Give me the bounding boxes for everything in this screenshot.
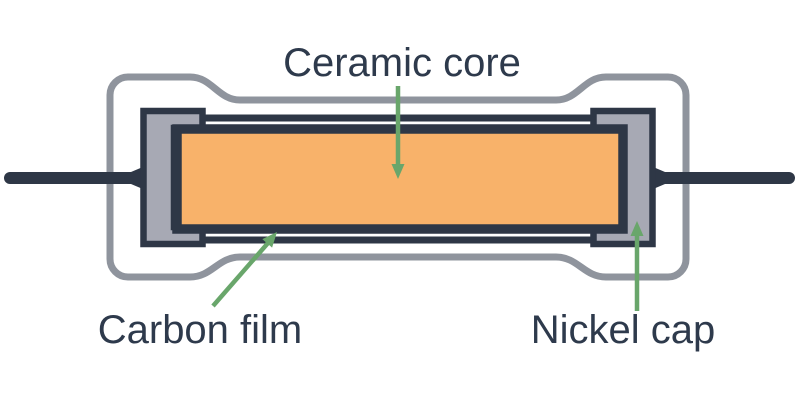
label-ceramic-core: Ceramic core xyxy=(283,41,521,85)
label-carbon-film: Carbon film xyxy=(98,308,303,352)
nickel-cap-arrowhead-icon xyxy=(630,221,644,236)
carbon-film-arrow xyxy=(211,232,277,308)
carbon-film-arrow-shaft xyxy=(211,241,270,308)
resistor-body-coating-outline xyxy=(106,73,690,281)
nickel-cap-arrow xyxy=(630,221,644,311)
carbon-film-arrowhead-icon xyxy=(262,232,277,248)
ceramic-core-arrowhead-icon xyxy=(391,164,405,179)
ceramic-core-arrow xyxy=(391,86,405,179)
label-nickel-cap: Nickel cap xyxy=(531,308,716,352)
